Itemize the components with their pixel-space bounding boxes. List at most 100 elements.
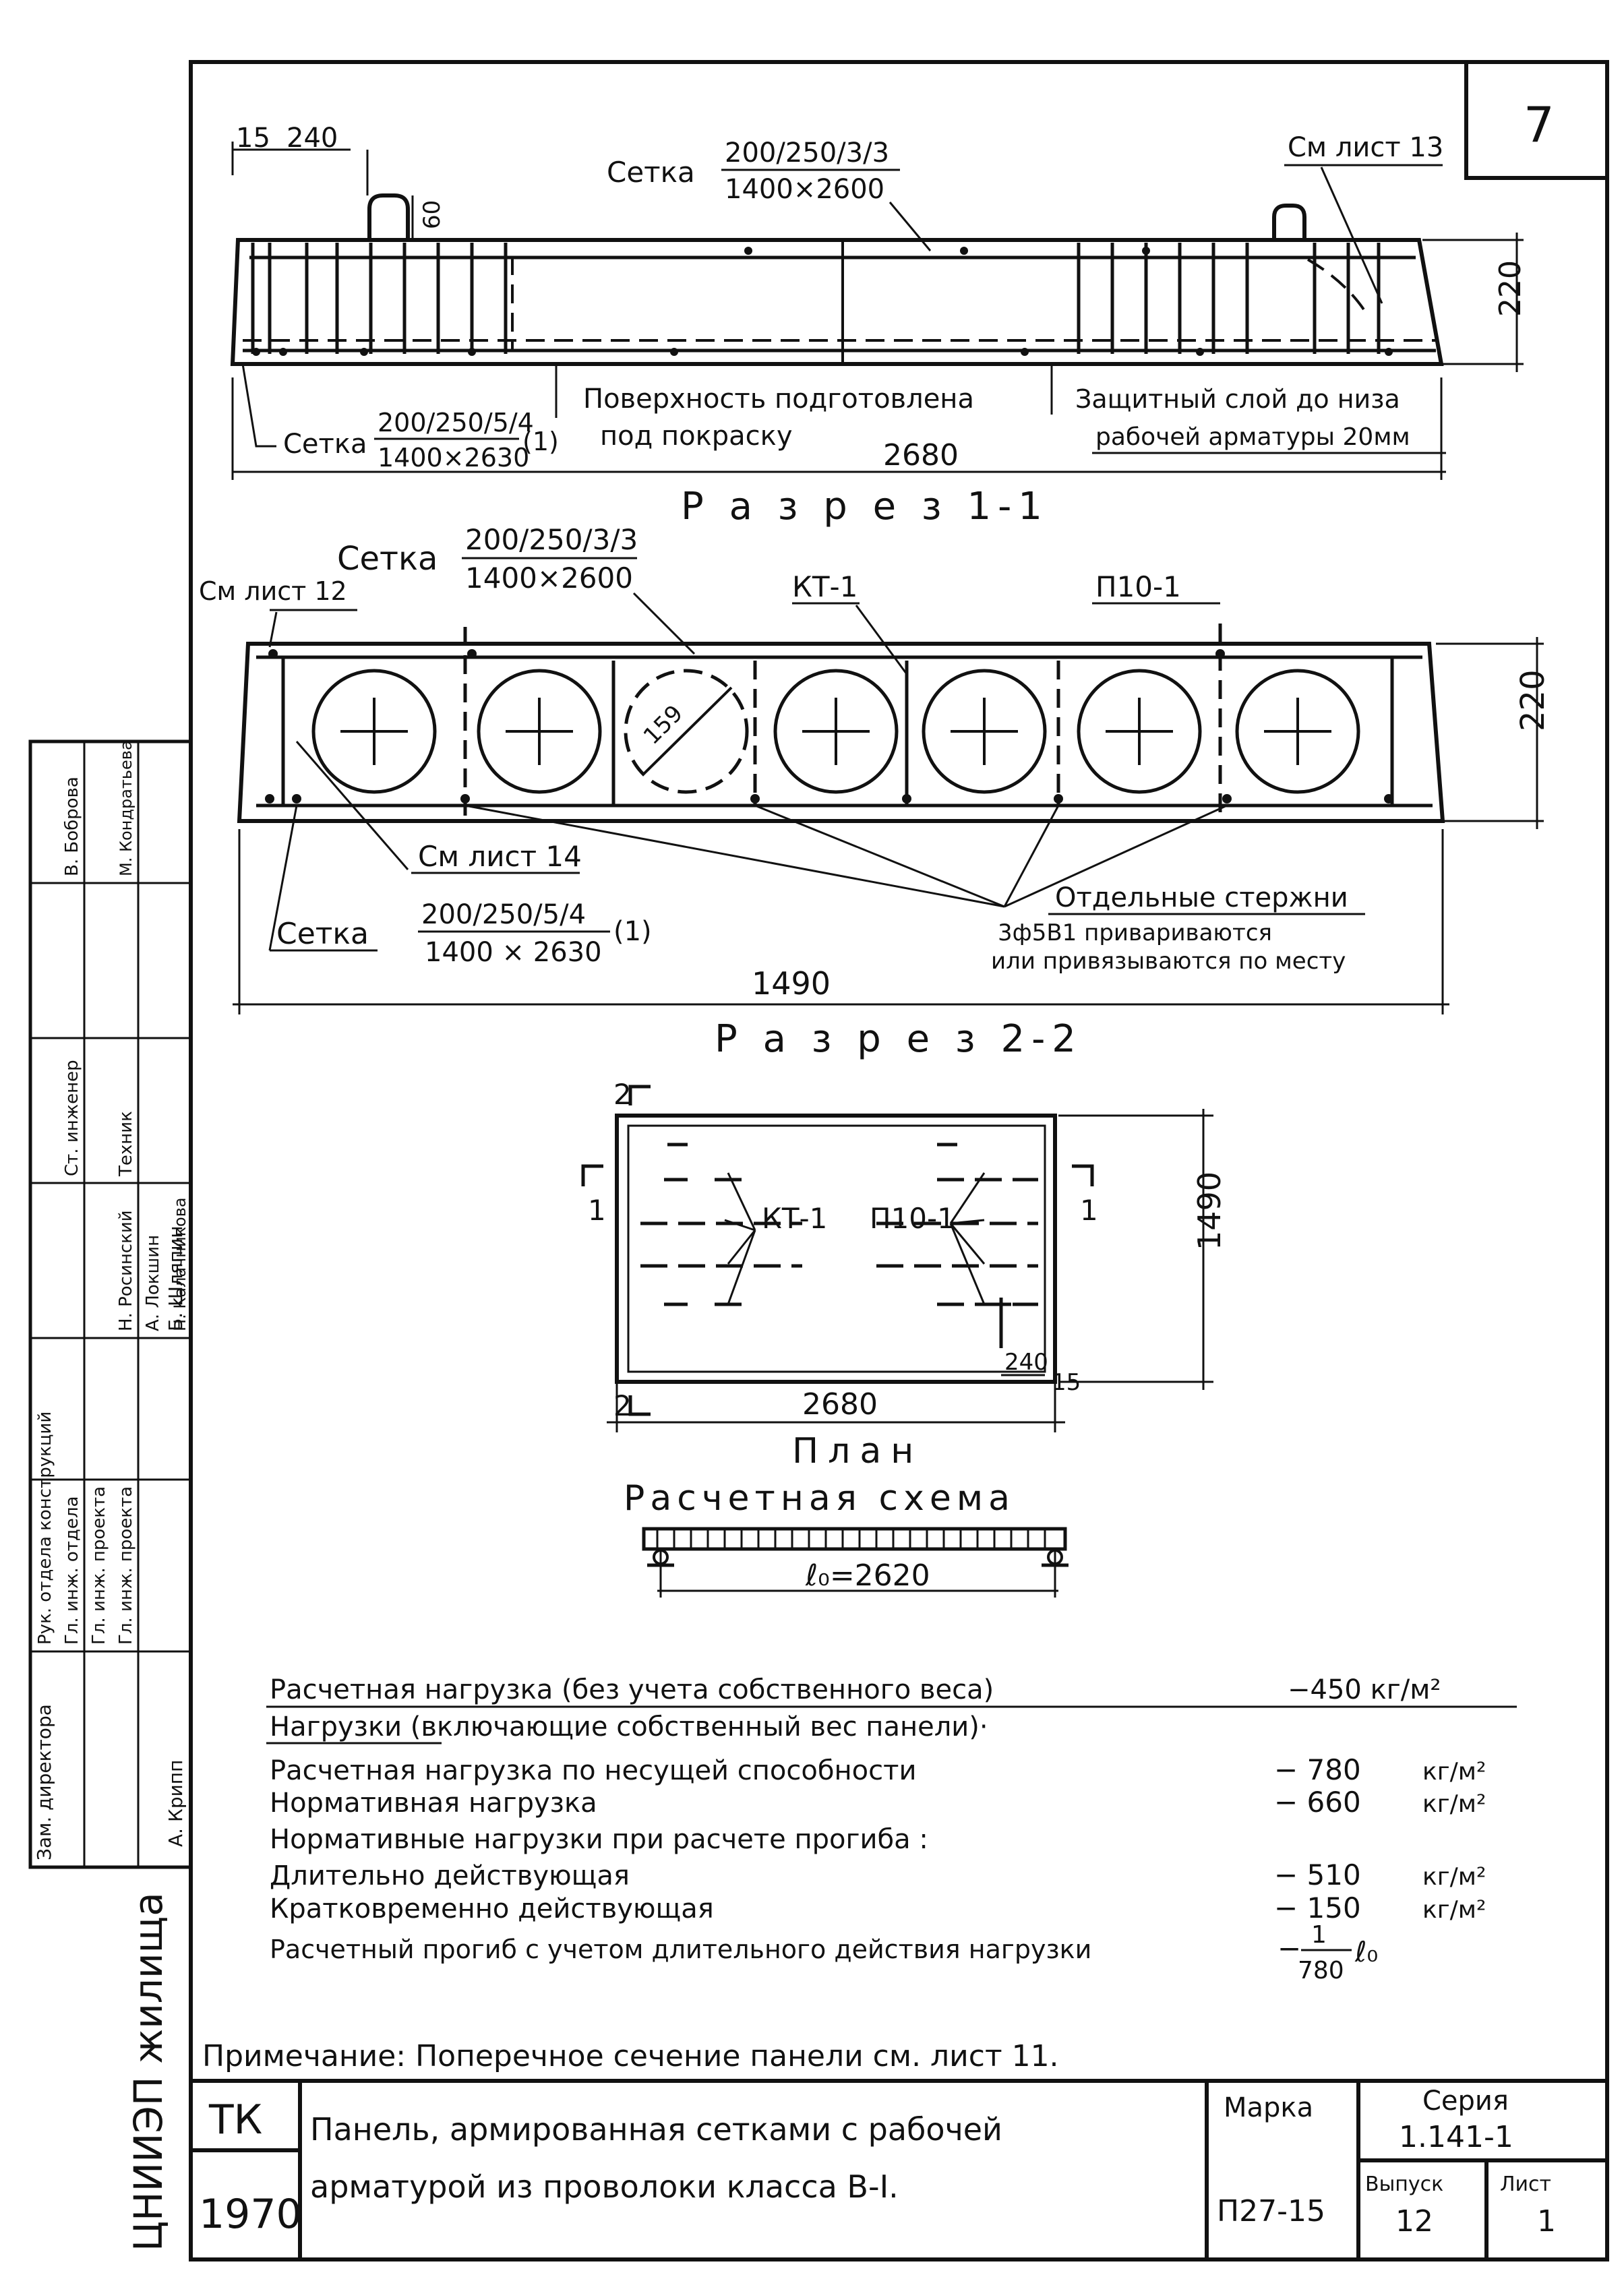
ref-sheet-13: См лист 13	[1288, 132, 1443, 163]
load-item-1-unit: кг/м²	[1422, 1790, 1486, 1818]
design-load-label: Расчетная нагрузка (без учета собственно…	[270, 1674, 994, 1705]
stamp-title-1: Панель, армированная сетками с рабочей	[310, 2111, 1002, 2148]
surface-note-1: Поверхность подготовлена	[583, 384, 974, 415]
stamp-vypusk-label: Выпуск	[1365, 2173, 1443, 2196]
section-2-2-title: Р а з р е з 2-2	[715, 1017, 1083, 1061]
mark-1-left: 1	[588, 1194, 606, 1227]
load-item-2-label: Нормативные нагрузки при расчете прогиба…	[270, 1824, 928, 1855]
mesh-bottom-den: 1400×2630	[378, 443, 529, 473]
deflection-den: 780	[1298, 1957, 1344, 1984]
dim-60: 60	[419, 200, 446, 229]
cover-note-1: Защитный слой до низа	[1075, 384, 1400, 414]
mesh-bottom-num: 200/250/5/4	[378, 408, 534, 437]
side-row-0-role: Зам. директора	[33, 1704, 55, 1860]
lifting-loop-right	[1272, 204, 1306, 240]
section-2-2-voids	[311, 669, 1360, 794]
dim-15-plan: 15	[1052, 1369, 1081, 1396]
stamp-series-value: 1.141-1	[1399, 2120, 1513, 2154]
section-1-1: 15 240 60 Сетка 200/250/3/3 1400×2600 См…	[230, 123, 1528, 528]
stamp-title-2: арматурой из проволоки класса В-I.	[310, 2168, 899, 2205]
mesh-bottom-label-s2: Сетка	[276, 917, 369, 951]
height-220-s1: 220	[1493, 260, 1528, 317]
dim-240-top: 240	[287, 123, 338, 154]
rods-note-3: или привязываются по месту	[991, 948, 1346, 975]
dim-240-plan: 240	[1004, 1349, 1048, 1376]
plan-rebars	[640, 1143, 1038, 1348]
p10-label-plan: П10-1	[870, 1202, 955, 1235]
mesh-bottom-suffix-s2: (1)	[613, 916, 652, 947]
p10-label-s2: П10-1	[1095, 570, 1181, 603]
stamp-series-label: Серия	[1422, 2086, 1509, 2117]
load-item-4-unit: кг/м²	[1422, 1896, 1486, 1924]
kt1-label-s2: КТ-1	[792, 570, 858, 603]
design-load-value: −450 кг/м²	[1288, 1674, 1441, 1705]
load-item-1-label: Нормативная нагрузка	[270, 1788, 597, 1819]
ref-sheet-12: См лист 12	[199, 576, 347, 606]
mesh-top-den-s2: 1400×2600	[465, 561, 633, 595]
stamp-marka-label: Марка	[1224, 2092, 1313, 2123]
side-row-5-name: В. Боброва	[62, 777, 82, 876]
deflection-num: 1	[1311, 1921, 1327, 1949]
mesh-top-den: 1400×2600	[725, 174, 884, 205]
mesh-bottom-den-s2: 1400 × 2630	[425, 937, 602, 968]
side-row-4-name: Н. Калачникова	[171, 1197, 189, 1331]
load-item-1-value: − 660	[1274, 1786, 1361, 1819]
side-row-3-name: А. Локшин	[143, 1235, 163, 1331]
design-scheme: Расчетная схема ℓ₀=2620	[624, 1478, 1069, 1598]
side-row-5-role: Ст. инженер	[62, 1060, 82, 1176]
lifting-loop-left	[367, 193, 410, 240]
dim-15-top: 15	[236, 123, 270, 154]
mesh-top-label: Сетка	[607, 156, 695, 189]
side-row-3-role: Гл. инж. проекта	[89, 1486, 109, 1645]
ref-sheet-14: См лист 14	[418, 840, 582, 873]
mark-2-top: 2	[613, 1078, 632, 1111]
loads-block: Расчетная нагрузка (без учета собственно…	[266, 1674, 1517, 1984]
load-item-3-label: Длительно действующая	[270, 1860, 630, 1891]
width-1490-plan: 1490	[1191, 1172, 1228, 1250]
rods-note-1: Отдельные стержни	[1055, 882, 1348, 913]
load-item-0-value: − 780	[1274, 1753, 1361, 1786]
sheet-number: 7	[1524, 96, 1555, 153]
stamp-tk: ТК	[208, 2096, 262, 2144]
width-1490-s2: 1490	[752, 965, 831, 1002]
load-item-4-value: − 150	[1274, 1891, 1361, 1924]
title-stamp: ТК 1970 Панель, армированная сетками с р…	[191, 2079, 1607, 2259]
load-item-0-label: Расчетная нагрузка по несущей способност…	[270, 1755, 916, 1786]
section-2-2-bars	[265, 649, 1393, 803]
deflection-label: Расчетный прогиб с учетом длительного де…	[270, 1935, 1091, 1964]
side-row-2-name: Н. Росинский	[116, 1210, 136, 1331]
stamp-list-value: 1	[1537, 2204, 1556, 2239]
plan-title: План	[792, 1431, 923, 1471]
side-row-0-name: А. Крипп	[164, 1760, 187, 1847]
plan-view: КТ-1 П10-1 2 2 1 1 1490 2680 240 15 План	[581, 1078, 1228, 1471]
stamp-marka-value: П27-15	[1217, 2194, 1325, 2228]
cover-note-2: рабочей арматуры 20мм	[1095, 423, 1410, 451]
load-item-3-unit: кг/м²	[1422, 1863, 1486, 1891]
length-2680-plan: 2680	[802, 1387, 878, 1422]
kt1-label-plan: КТ-1	[762, 1202, 827, 1235]
side-row-2-role: Гл. инж. отдела	[62, 1496, 82, 1645]
loads-heading: Нагрузки (включающие собственный вес пан…	[270, 1711, 988, 1742]
mesh-bottom-label: Сетка	[283, 429, 367, 460]
mesh-top-num: 200/250/3/3	[725, 138, 889, 169]
scheme-span: ℓ₀=2620	[805, 1558, 930, 1593]
height-220-s2: 220	[1514, 669, 1552, 731]
stamp-vypusk-value: 12	[1395, 2204, 1433, 2239]
side-row-1-role: Рук. отдела конструкций	[35, 1411, 55, 1645]
section-2-2: 159 Сетка 200/250/3/3 1400×2600 См лист …	[199, 523, 1552, 1061]
section-1-1-stirrups	[251, 243, 1381, 354]
side-row-6-role: Техник	[116, 1111, 136, 1177]
mark-1-right: 1	[1080, 1194, 1098, 1227]
mesh-top-label-s2: Сетка	[337, 540, 438, 578]
surface-note-2: под покраску	[600, 421, 793, 452]
length-2680-s1: 2680	[883, 438, 959, 473]
sheet-number-box	[1464, 60, 1609, 180]
side-row-6-name: М. Кондратьева	[117, 740, 136, 876]
load-item-0-unit: кг/м²	[1422, 1758, 1486, 1786]
org-logo-text: ЦНИИЭП жилища	[125, 1892, 171, 2251]
section-1-1-title: Р а з р е з 1-1	[681, 485, 1049, 528]
load-item-4-label: Кратковременно действующая	[270, 1893, 714, 1924]
rods-note-2: 3ф5В1 привариваются	[998, 919, 1272, 946]
note: Примечание: Поперечное сечение панели см…	[202, 2039, 1059, 2073]
